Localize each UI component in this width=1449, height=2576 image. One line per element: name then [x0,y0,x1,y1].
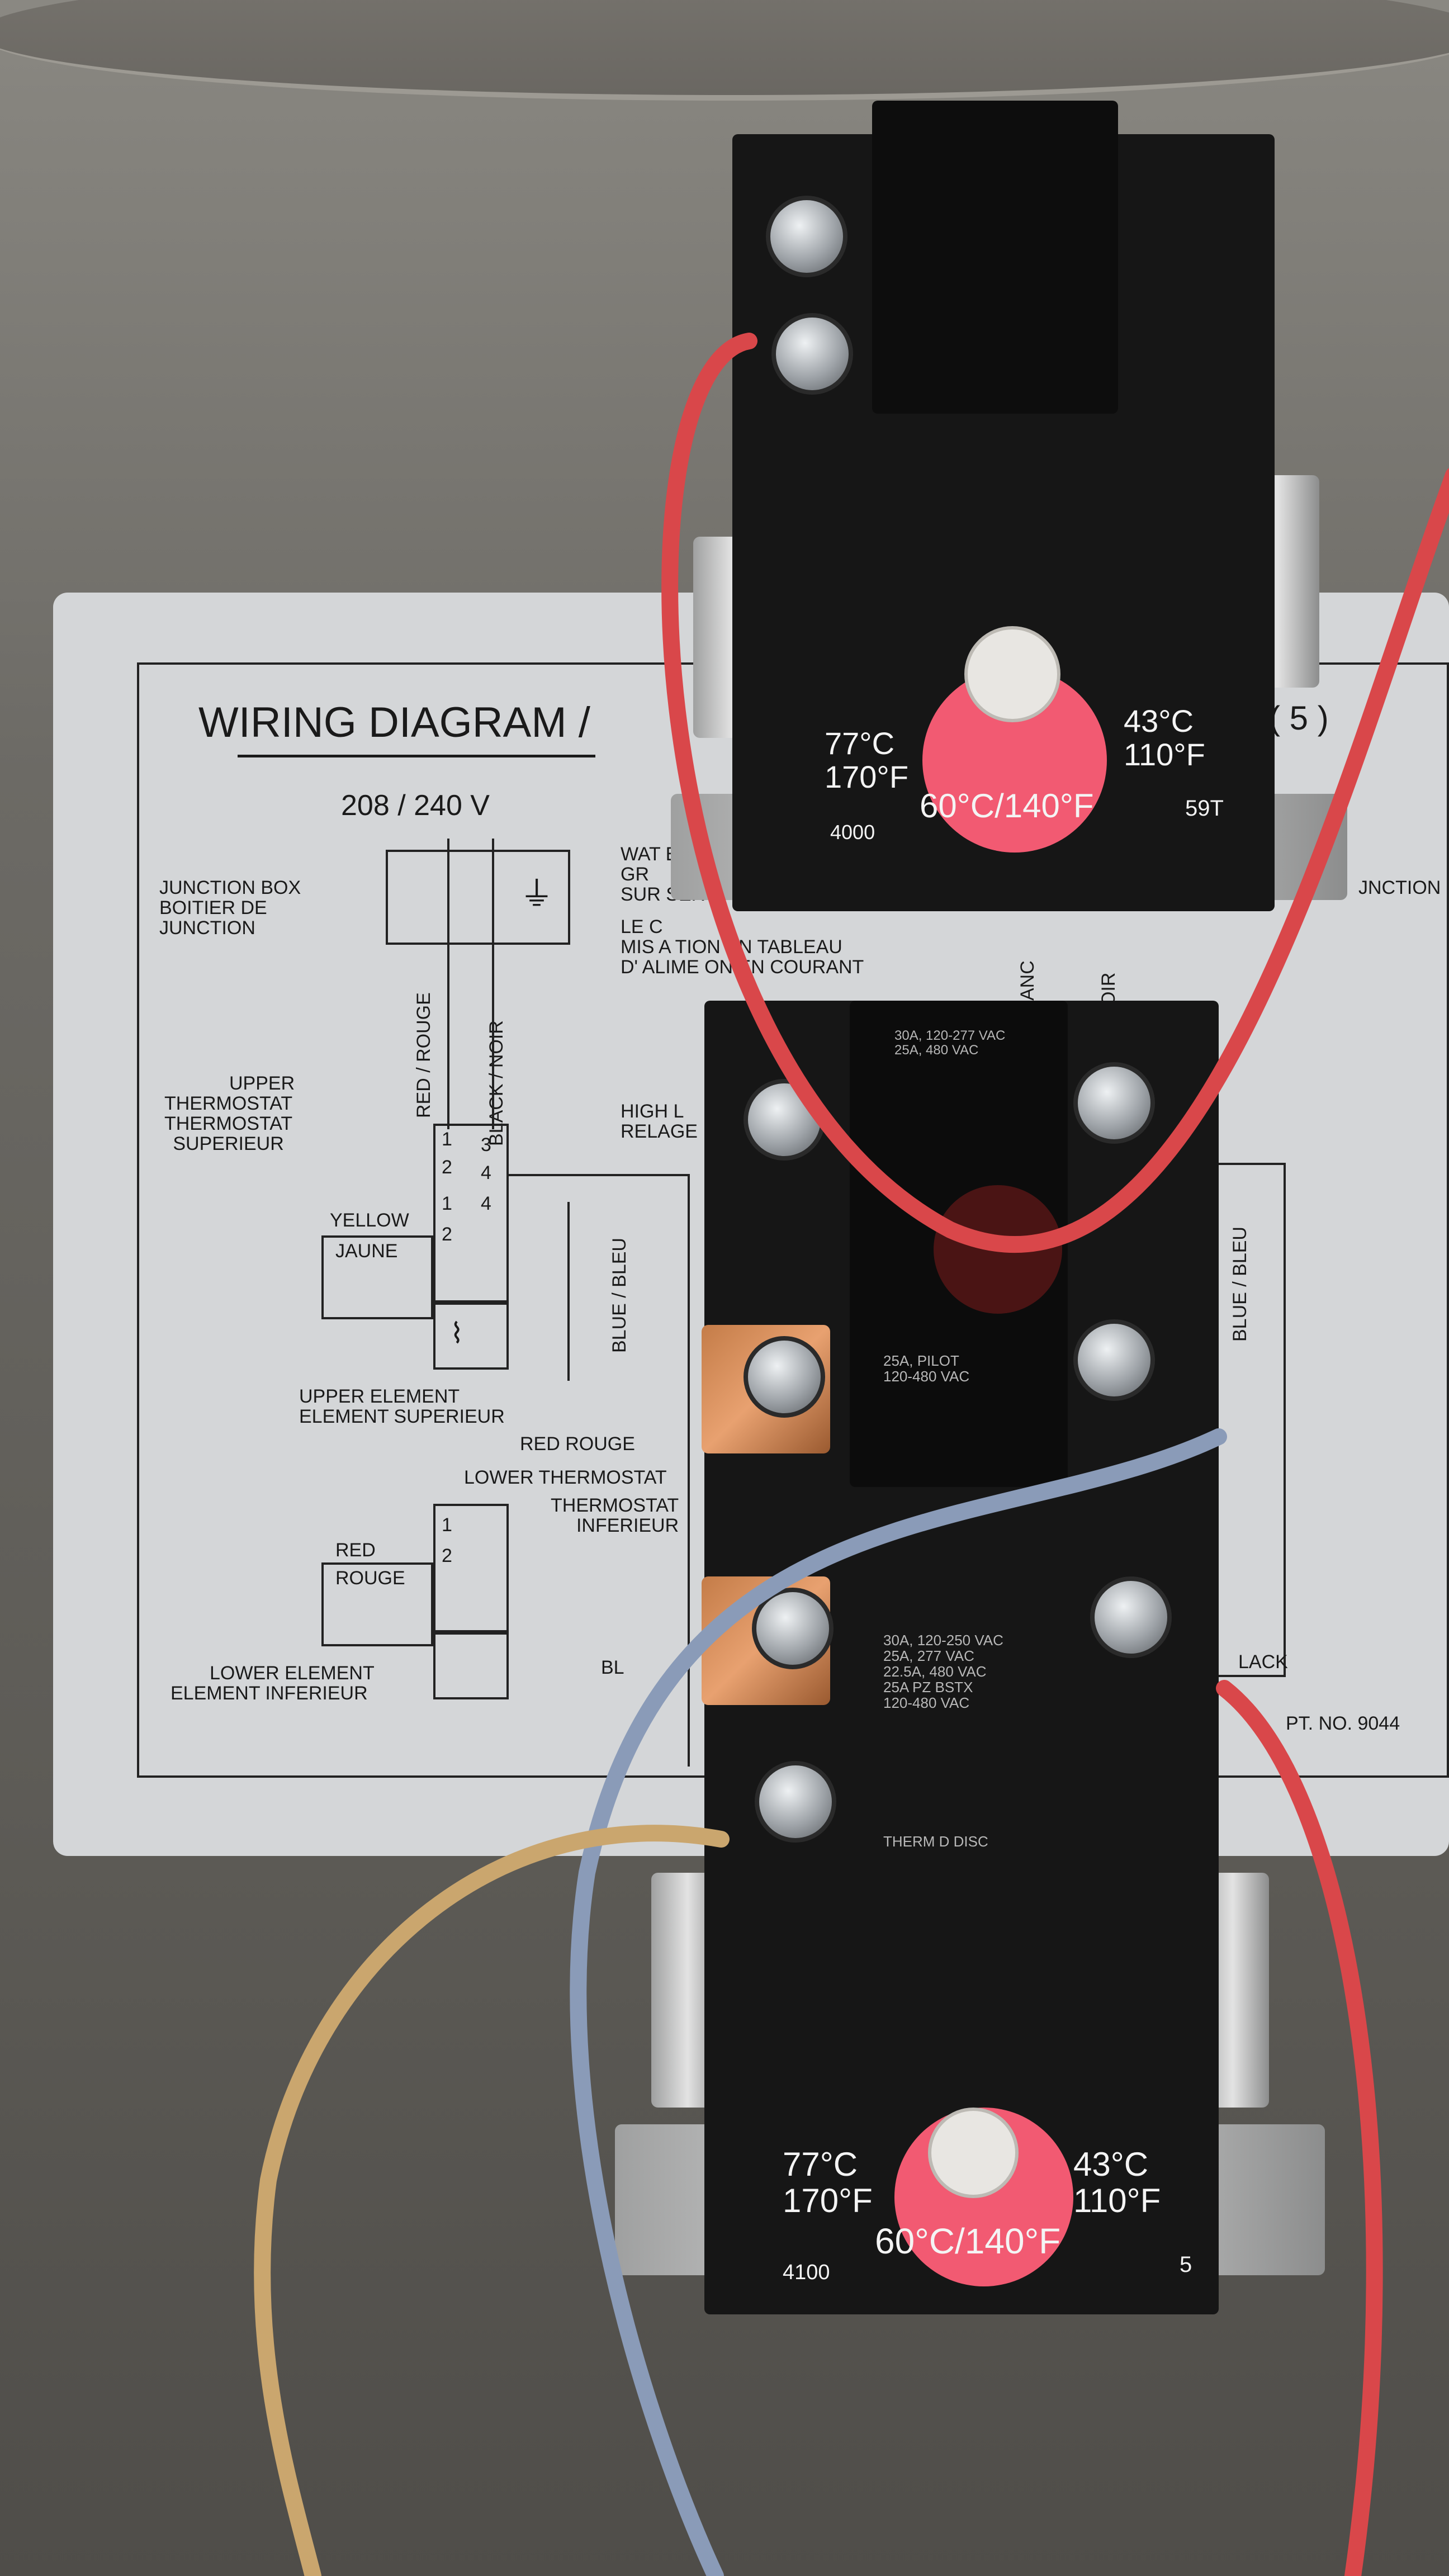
blue-wire [570,1428,1227,2576]
high-limit-label: HIGH L RELAGE [621,1101,698,1143]
black-label: LACK [1238,1651,1288,1673]
lower-screw-7 [755,1761,836,1843]
junction-right-label: JNCTION [1358,877,1441,898]
lower-wire-loop [321,1562,433,1646]
rating-bottom: 30A, 120-250 VAC 25A, 277 VAC 22.5A, 480… [883,1632,1003,1712]
terminal-7: 2 [442,1224,452,1245]
lower-element-label: LOWER ELEMENT ELEMENT INFERIEUR [171,1663,375,1704]
upper-adjust-knob[interactable] [964,626,1060,722]
upper-wire-loop [321,1235,433,1319]
schematic-line [509,1174,688,1176]
upper-left-temp: 77°C 170°F [825,726,909,795]
terminal-5: 1 [442,1193,452,1214]
upper-screw-1 [766,196,847,277]
rating-mid: 25A, PILOT 120-480 VAC [883,1352,970,1385]
heating-element-icon: ⌇ [450,1318,464,1349]
red-wire-lower [1216,1680,1383,2576]
terminal-1: 1 [442,1129,452,1150]
terminal-6: 4 [481,1193,491,1214]
part-number: PT. NO. 9044 [1286,1713,1400,1734]
upper-screw-2 [771,313,853,395]
lower-thermostat-fr-label: THERMOSTAT INFERIEUR [551,1495,679,1537]
upper-thermostat-schematic [433,1124,509,1303]
terminal-3: 3 [481,1134,491,1156]
tank-rim [0,0,1449,101]
lower-screw-6 [1090,1576,1172,1658]
lower-thermostat-label: LOWER THERMOSTAT [464,1467,667,1488]
upper-thermostat-top [872,101,1118,414]
lower-screw-3 [744,1336,825,1418]
red-rouge-lower-label: RED ROUGE [520,1433,635,1455]
lower-right-temp: 43°C 110°F [1073,2146,1161,2219]
upper-element-schematic [433,1303,509,1370]
upper-thermostat-label: UPPER THERMOSTAT THERMOSTAT SUPERIEUR [164,1073,295,1155]
schematic-line [567,1202,570,1381]
red-wire-label: RED [335,1540,376,1561]
yellow-wire-label: YELLOW [330,1210,409,1231]
model-paren: ( 5 ) [1269,699,1329,737]
red-wire-upper [661,333,1449,1253]
bl-label: BL [601,1657,624,1678]
voltage-label: 208 / 240 V [341,789,490,822]
lower-adjust-knob[interactable] [928,2108,1019,2198]
schematic-line [492,839,494,1129]
rating-top: 30A, 120-277 VAC 25A, 480 VAC [894,1028,1006,1058]
stamp-text: THERM D DISC [883,1833,988,1850]
yellow-wire [254,1825,730,2576]
upper-element-label: UPPER ELEMENT ELEMENT SUPERIEUR [299,1386,505,1428]
schematic-line [447,839,449,1129]
upper-center-temp: 60°C/140°F [920,787,1094,825]
upper-code: 59T [1185,796,1224,821]
terminal-2: 2 [442,1157,452,1178]
lower-screw-5 [752,1588,834,1669]
upper-model: 4000 [830,821,875,844]
rouge-wire-label: ROUGE [335,1568,405,1589]
terminal-4: 4 [481,1162,491,1183]
junction-box-label: JUNCTION BOX BOITIER DE JUNCTION [159,877,301,939]
lower-code: 5 [1180,2252,1192,2277]
diagram-title: WIRING DIAGRAM / [198,699,590,746]
junction-box-outline [386,850,570,945]
lower-model: 4100 [783,2261,830,2284]
jaune-wire-label: JAUNE [335,1240,398,1262]
upper-right-temp: 43°C 110°F [1124,703,1205,773]
lower-screw-4 [1073,1319,1155,1401]
ground-icon: ⏚ [520,875,553,913]
lower-screw-2 [1073,1062,1155,1144]
lower-thermostat-schematic [433,1504,509,1632]
terminal-8: 1 [442,1514,452,1536]
lower-center-temp: 60°C/140°F [875,2221,1061,2261]
lower-element-schematic [433,1632,509,1699]
lower-left-temp: 77°C 170°F [783,2146,873,2219]
terminal-9: 2 [442,1545,452,1566]
schematic-line [688,1174,690,1767]
title-underline [238,755,595,757]
